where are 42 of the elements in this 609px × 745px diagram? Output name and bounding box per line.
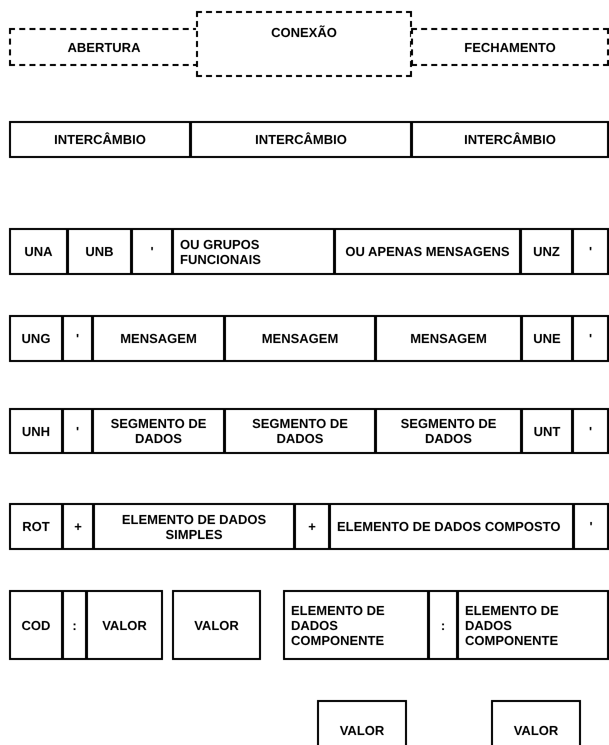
structure-box: VALOR <box>491 700 581 745</box>
structure-box: SEGMENTO DE DADOS <box>92 408 225 454</box>
structure-box: : <box>428 590 458 660</box>
structure-box: VALOR <box>172 590 261 660</box>
structure-box: MENSAGEM <box>375 315 522 362</box>
structure-box: OU APENAS MENSAGENS <box>334 228 521 275</box>
structure-box: ' <box>572 408 609 454</box>
structure-box: ' <box>62 315 93 362</box>
structure-box: COD <box>9 590 63 660</box>
dashed-box: CONEXÃO <box>196 11 412 77</box>
structure-box: ' <box>131 228 173 275</box>
structure-box: + <box>62 503 94 550</box>
structure-box: UNA <box>9 228 68 275</box>
structure-box: ELEMENTO DE DADOS COMPOSTO <box>329 503 574 550</box>
structure-box: UNH <box>9 408 63 454</box>
structure-box: MENSAGEM <box>92 315 225 362</box>
structure-box: ELEMENTO DE DADOS COMPONENTE <box>283 590 429 660</box>
structure-box: OU GRUPOS FUNCIONAIS <box>172 228 335 275</box>
dashed-box: ABERTURA <box>9 28 199 66</box>
structure-box: UNT <box>521 408 573 454</box>
structure-box: VALOR <box>317 700 407 745</box>
structure-box: VALOR <box>86 590 163 660</box>
structure-box: UNZ <box>520 228 573 275</box>
structure-box: INTERCÂMBIO <box>9 121 191 158</box>
structure-box: ROT <box>9 503 63 550</box>
structure-box: INTERCÂMBIO <box>411 121 609 158</box>
structure-box: ' <box>573 503 609 550</box>
structure-box: ' <box>62 408 93 454</box>
structure-box: SEGMENTO DE DADOS <box>224 408 376 454</box>
structure-box: ' <box>572 315 609 362</box>
structure-box: INTERCÂMBIO <box>190 121 412 158</box>
structure-box: ' <box>572 228 609 275</box>
structure-box: MENSAGEM <box>224 315 376 362</box>
structure-box: UNG <box>9 315 63 362</box>
structure-box: : <box>62 590 87 660</box>
structure-box: SEGMENTO DE DADOS <box>375 408 522 454</box>
structure-box: ELEMENTO DE DADOS COMPONENTE <box>457 590 609 660</box>
structure-box: UNE <box>521 315 573 362</box>
structure-box: UNB <box>67 228 132 275</box>
dashed-box: FECHAMENTO <box>411 28 609 66</box>
structure-box: ELEMENTO DE DADOS SIMPLES <box>93 503 295 550</box>
structure-box: + <box>294 503 330 550</box>
